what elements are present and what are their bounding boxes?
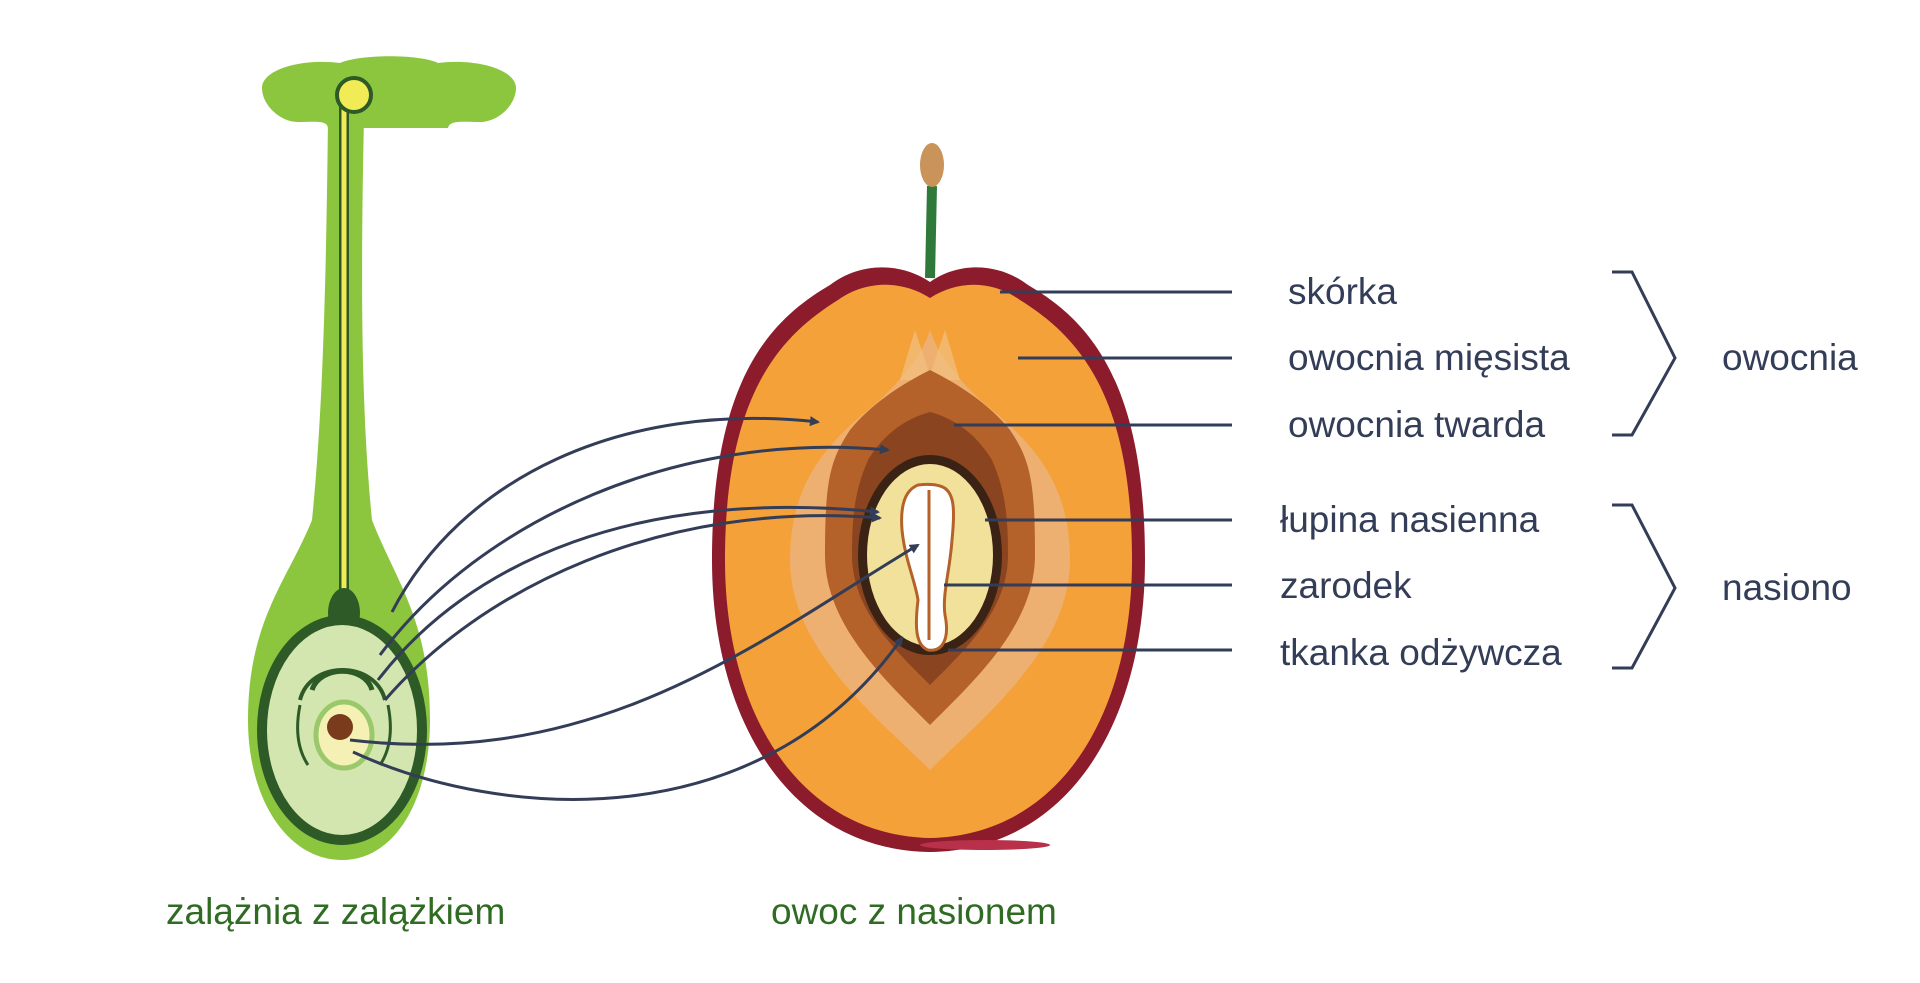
caption-fruit: owoc z nasionem	[771, 891, 1057, 932]
label-nutritive-tissue: tkanka odżywcza	[1280, 632, 1562, 673]
pollen-grain	[335, 76, 373, 114]
stigma	[262, 56, 516, 128]
braces	[1612, 270, 1677, 670]
arrow-ovary-to-fleshy-pericarp	[390, 416, 820, 613]
leader-lines	[944, 290, 1232, 652]
part-labels: skórka owocnia mięsista owocnia twarda ł…	[1280, 271, 1570, 673]
stalk-tip	[920, 143, 944, 187]
label-skin: skórka	[1288, 271, 1397, 312]
fruit-stalk	[925, 185, 937, 279]
arrow-integument-to-seed-coat-2	[383, 512, 882, 701]
brace-seed	[1612, 503, 1677, 670]
label-embryo: zarodek	[1280, 565, 1412, 606]
label-group-seed: nasiono	[1722, 567, 1852, 608]
captions: zalążnia z zalążkiem owoc z nasionem	[166, 891, 1057, 932]
fruit-illustration	[712, 143, 1145, 852]
label-seed-coat: łupina nasienna	[1280, 499, 1540, 540]
arrow-egg-to-embryo	[349, 543, 920, 746]
arrow-ovary-to-hard-pericarp	[378, 444, 890, 656]
group-labels: owocnia nasiono	[1722, 337, 1858, 608]
caption-ovary: zalążnia z zalążkiem	[166, 891, 505, 932]
egg-cell	[327, 714, 353, 740]
brace-pericarp	[1612, 270, 1677, 437]
label-fleshy-pericarp: owocnia mięsista	[1288, 337, 1570, 378]
ovary-illustration	[248, 56, 516, 860]
label-hard-pericarp: owocnia twarda	[1288, 404, 1546, 445]
arrow-sac-to-endosperm	[352, 636, 904, 801]
arrow-integument-to-seed-coat-1	[376, 505, 880, 681]
label-group-pericarp: owocnia	[1722, 337, 1858, 378]
correspondence-arrows	[349, 416, 920, 801]
